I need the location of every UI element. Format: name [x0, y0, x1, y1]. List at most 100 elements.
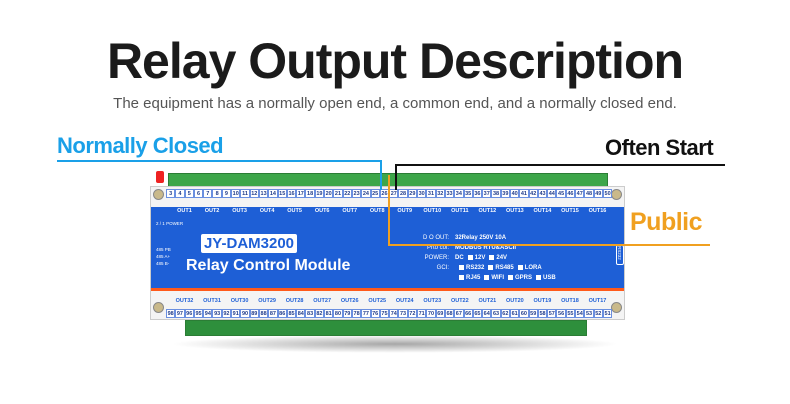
output-label: OUT23: [423, 298, 442, 304]
terminal-number: 73: [398, 309, 408, 318]
output-label: OUT1: [177, 208, 192, 214]
mount-screw: [611, 302, 622, 313]
rs232-port: RS232: [616, 245, 624, 265]
terminal-number: 32: [435, 189, 445, 198]
output-label: OUT3: [232, 208, 247, 214]
output-label: OUT6: [314, 208, 330, 214]
output-label: OUT4: [259, 208, 275, 214]
terminal-number: 78: [351, 309, 362, 318]
terminal-number: 33: [444, 189, 455, 198]
output-label: OUT22: [450, 298, 469, 304]
nc-callout-line: [380, 160, 382, 190]
output-label: OUT8: [369, 208, 385, 214]
terminal-number: 56: [556, 309, 566, 318]
terminal-number: 65: [472, 309, 483, 318]
terminal-number: 31: [426, 189, 436, 198]
terminal-number: 60: [519, 309, 529, 318]
terminal-number: 91: [231, 309, 241, 318]
terminal-number: 57: [547, 309, 557, 318]
spec-option: RJ45: [466, 275, 481, 281]
terminal-number: 6: [193, 189, 204, 198]
checkbox-icon: [489, 255, 495, 260]
led-indicator: [156, 171, 164, 183]
spec-option: WIFI: [491, 275, 505, 281]
checkbox-icon: [484, 275, 490, 280]
spec-value: 32Relay 250V 10A: [455, 235, 507, 241]
terminal-number: 53: [584, 309, 594, 318]
output-label: OUT29: [258, 298, 276, 304]
output-label: OUT27: [313, 298, 332, 304]
terminal-number: 94: [203, 309, 213, 318]
terminal-number: 16: [286, 189, 297, 198]
terminal-number: 5: [184, 189, 194, 198]
spec-option: 24V: [496, 255, 508, 261]
terminal-number: 30: [417, 189, 427, 198]
terminal-number: 12: [249, 189, 259, 198]
terminal-number: 49: [593, 189, 603, 198]
output-label: OUT16: [588, 208, 607, 214]
pub-callout-line: [388, 244, 710, 246]
terminal-number: 48: [584, 189, 594, 198]
terminal-number: 42: [528, 189, 538, 198]
output-label: OUT5: [287, 208, 302, 214]
terminal-number: 70: [426, 309, 436, 318]
spec-key: D O OUT:: [422, 235, 449, 241]
terminal-number: 90: [240, 309, 250, 318]
spec-row: Prto col:MODBUS RTU&ASCII: [401, 245, 516, 251]
output-label: OUT21: [478, 298, 497, 304]
terminal-number: 25: [370, 189, 380, 198]
spec-option: GPRS: [515, 275, 533, 281]
terminal-number: 54: [575, 309, 585, 318]
terminal-number: 93: [212, 309, 222, 318]
terminal-number: 13: [258, 189, 269, 198]
terminal-number: 44: [547, 189, 557, 198]
terminal-number: 10: [231, 189, 241, 198]
output-label: OUT18: [561, 298, 579, 304]
terminal-number: 9: [221, 189, 232, 198]
terminal-number: 81: [324, 309, 334, 318]
output-label: OUT9: [397, 208, 413, 214]
mount-screw: [611, 189, 622, 200]
spec-option: 12V: [474, 255, 486, 261]
terminal-number: 51: [602, 309, 613, 318]
terminal-number: 55: [565, 309, 576, 318]
terminal-number: 88: [258, 309, 269, 318]
terminal-number: 77: [361, 309, 371, 318]
terminal-number: 34: [454, 189, 464, 198]
nc-callout-line: [57, 160, 382, 162]
terminal-number: 66: [463, 309, 473, 318]
terminal-number: 43: [537, 189, 548, 198]
checkbox-icon: [459, 265, 464, 270]
output-label: OUT20: [506, 298, 524, 304]
terminal-number: 17: [296, 189, 306, 198]
spec-value: MODBUS RTU&ASCII: [455, 245, 516, 251]
checkbox-icon: [536, 275, 542, 280]
terminal-number: 63: [491, 309, 501, 318]
terminal-number: 74: [389, 309, 399, 318]
terminal-number: 29: [407, 189, 418, 198]
output-label: OUT14: [533, 208, 552, 214]
terminal-number: 22: [342, 189, 352, 198]
checkbox-icon: [467, 255, 473, 260]
terminal-number: 67: [454, 309, 464, 318]
rs485-pin: 485 A+: [156, 254, 171, 259]
output-label: OUT32: [175, 298, 194, 304]
output-label: OUT10: [423, 208, 442, 214]
terminal-number: 23: [351, 189, 362, 198]
spec-value: DC: [455, 255, 464, 261]
terminal-number: 47: [575, 189, 585, 198]
spec-key: GCI:: [436, 265, 449, 271]
terminal-number: 19: [314, 189, 325, 198]
terminal-number: 89: [249, 309, 259, 318]
os-callout-line: [395, 164, 397, 190]
terminal-number: 8: [212, 189, 222, 198]
output-label: OUT12: [478, 208, 497, 214]
terminal-number: 59: [528, 309, 538, 318]
output-label: OUT19: [533, 298, 552, 304]
checkbox-icon: [508, 275, 514, 280]
terminal-number: 82: [314, 309, 325, 318]
